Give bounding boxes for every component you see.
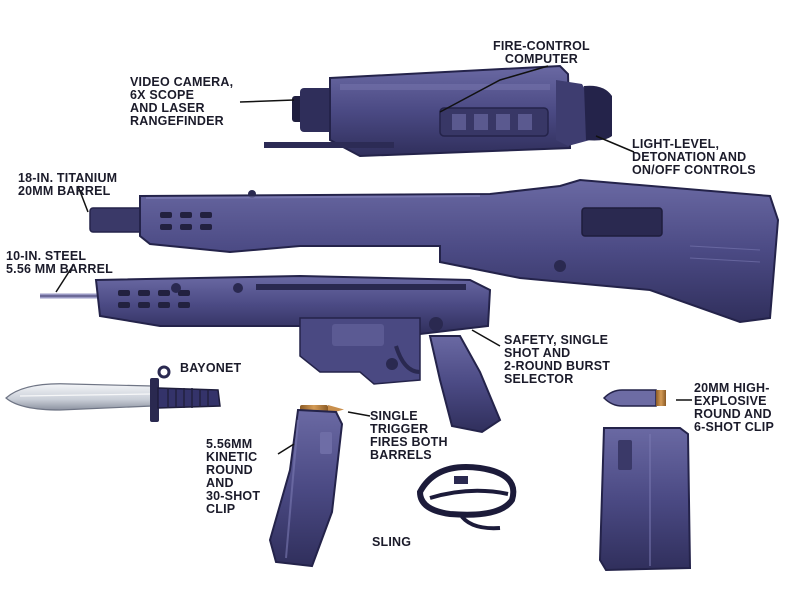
kinetic-round-and-clip xyxy=(268,405,344,568)
bayonet xyxy=(5,365,221,422)
scope-unit xyxy=(264,64,612,158)
label-light-level: LIGHT-LEVEL, DETONATION AND ON/OFF CONTR… xyxy=(632,137,756,177)
label-safety-selector: SAFETY, SINGLE SHOT AND 2-ROUND BURST SE… xyxy=(504,333,611,386)
label-kinetic-round: 5.56MM KINETIC ROUND AND 30-SHOT CLIP xyxy=(206,437,261,516)
label-steel-barrel: 10-IN. STEEL 5.56 MM BARREL xyxy=(6,249,113,276)
round-20mm-and-clip xyxy=(598,389,692,572)
label-titanium-barrel: 18-IN. TITANIUM 20MM BARREL xyxy=(18,171,118,198)
sling xyxy=(416,464,517,531)
label-video-camera: VIDEO CAMERA, 6X SCOPE AND LASER RANGEFI… xyxy=(130,75,234,128)
label-single-trigger: SINGLE TRIGGER FIRES BOTH BARRELS xyxy=(370,409,448,462)
label-sling: SLING xyxy=(372,535,412,549)
label-fire-control-computer: FIRE-CONTROL COMPUTER xyxy=(493,39,590,66)
upper-receiver-20mm xyxy=(89,178,780,324)
lower-receiver-556 xyxy=(40,274,502,434)
label-20mm-round: 20MM HIGH- EXPLOSIVE ROUND AND 6-SHOT CL… xyxy=(694,381,774,434)
label-bayonet: BAYONET xyxy=(180,361,242,375)
leader-lines xyxy=(55,65,692,455)
